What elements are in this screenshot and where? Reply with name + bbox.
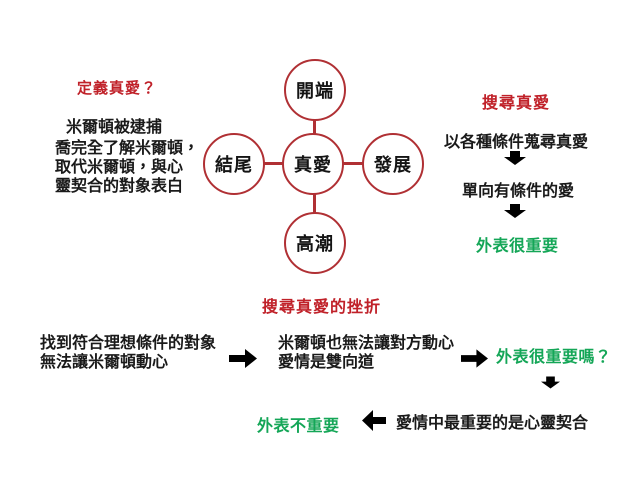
bottom-panel-title: 搜尋真愛的挫折 [262, 299, 382, 316]
bottom-step1-line: 找到符合理想條件的對象 [40, 335, 217, 352]
story-node-label: 發展 [374, 155, 412, 175]
right-panel-title: 搜尋真愛 [482, 95, 551, 112]
story-node-opening: 開端 [284, 59, 346, 121]
story-node-label: 高潮 [296, 234, 334, 254]
connector-left-center [263, 162, 284, 165]
connector-center-right [342, 162, 364, 165]
arrow-down-icon [504, 151, 526, 165]
story-node-label: 結尾 [215, 155, 253, 175]
connector-center-bottom [313, 193, 316, 214]
story-node-label: 開端 [296, 81, 334, 101]
right-panel-step2: 單向有條件的愛 [462, 183, 575, 200]
connector-top-center [313, 119, 316, 135]
arrow-right-icon [461, 349, 488, 368]
story-node-development: 發展 [362, 133, 424, 195]
paragraph-line: 喬完全了解米爾頓， [55, 140, 200, 157]
arrow-down-icon [504, 204, 526, 218]
left-panel-subtitle: 米爾頓被逮捕 [66, 119, 163, 136]
paragraph-line: 取代米爾頓，與心 [55, 159, 184, 176]
arrow-left-icon [362, 410, 386, 431]
bottom-step2-line: 米爾頓也無法讓對方動心 [278, 335, 455, 352]
bottom-step2-line: 愛情是雙向道 [278, 354, 375, 371]
bottom-insight: 愛情中最重要的是心靈契合 [396, 415, 589, 432]
bottom-step1-line: 無法讓米爾頓動心 [40, 354, 169, 371]
story-node-climax: 高潮 [284, 212, 346, 274]
bottom-conclusion: 外表不重要 [257, 418, 340, 435]
paragraph-line: 靈契合的對象表白 [55, 178, 184, 195]
left-panel-title: 定義真愛？ [77, 80, 158, 97]
arrow-down-icon [541, 374, 560, 391]
story-node-ending: 結尾 [203, 133, 265, 195]
arrow-right-icon [229, 349, 257, 368]
story-node-true-love: 真愛 [282, 133, 344, 195]
story-node-label: 真愛 [294, 155, 332, 175]
right-panel-conclusion: 外表很重要 [476, 238, 559, 255]
left-panel-paragraph: 喬完全了解米爾頓， 取代米爾頓，與心 靈契合的對象表白 [55, 139, 199, 196]
bottom-step1: 找到符合理想條件的對象 無法讓米爾頓動心 [40, 334, 216, 372]
right-panel-step1: 以各種條件蒐尋真愛 [444, 134, 589, 151]
bottom-step2: 米爾頓也無法讓對方動心 愛情是雙向道 [278, 334, 454, 372]
bottom-question: 外表很重要嗎？ [496, 349, 612, 366]
